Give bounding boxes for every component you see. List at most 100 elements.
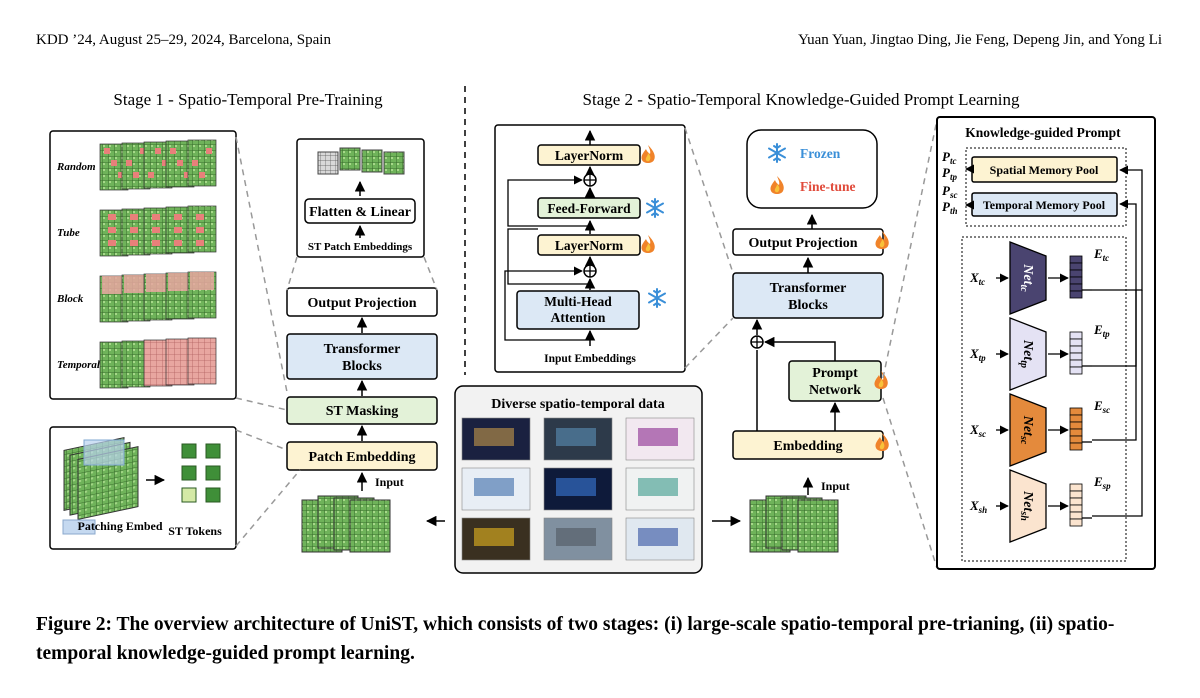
mask-label-block: Block — [56, 293, 84, 305]
mask-patch — [152, 240, 160, 246]
mask-block — [190, 272, 214, 290]
embedding-cell — [1069, 290, 1083, 299]
mask-block — [168, 273, 192, 291]
flatten-linear-label: Flatten & Linear — [309, 205, 411, 220]
s1-transformer-label-2: Blocks — [342, 359, 382, 374]
layernorm-mid-label: LayerNorm — [555, 238, 624, 253]
layernorm-top-label: LayerNorm — [555, 148, 624, 163]
mask-patch — [108, 214, 116, 220]
mask-patch — [104, 148, 110, 154]
s2-output-projection-label: Output Projection — [748, 236, 857, 251]
mask-patch — [184, 172, 190, 178]
patch-embedding-label: Patch Embedding — [309, 450, 416, 465]
st-token — [181, 443, 197, 459]
embedding-cell — [1069, 255, 1083, 264]
st-patch-embeddings-label: ST Patch Embeddings — [308, 241, 413, 253]
mha-label-1: Multi-Head — [544, 294, 612, 309]
embedding-cell — [1069, 483, 1083, 492]
mask-patch — [130, 214, 138, 220]
net-tp — [1009, 317, 1047, 391]
mask-patch — [199, 172, 205, 178]
mask-patch — [133, 172, 139, 178]
mask-patch — [152, 214, 160, 220]
s1-callout-lines — [235, 136, 438, 547]
st-masking-label: ST Masking — [326, 404, 399, 419]
figure-caption: Figure 2: The overview architecture of U… — [36, 614, 1115, 664]
mask-patch — [206, 148, 212, 154]
mask-patch — [174, 240, 182, 246]
running-header-left: KDD ’24, August 25–29, 2024, Barcelona, … — [36, 32, 331, 48]
embedding-cell — [1069, 414, 1083, 423]
legend-frozen-label: Frozen — [800, 146, 841, 161]
embedding-cell — [1069, 511, 1083, 520]
embedding-cell — [1069, 490, 1083, 499]
data-thumbnail-detail — [556, 428, 596, 446]
mask-patch — [130, 227, 138, 233]
s1-input-label: Input — [375, 475, 404, 489]
s2-input-stack — [749, 495, 839, 553]
mask-frame — [187, 337, 217, 385]
s2-callout-lines — [684, 119, 938, 569]
s1-transformer-blocks — [286, 333, 438, 380]
embedding-cell — [1069, 269, 1083, 278]
s1-transformer-label-1: Transformer — [324, 342, 401, 357]
data-thumbnail-detail — [556, 528, 596, 546]
mask-block — [102, 276, 126, 294]
mask-label-random: Random — [56, 161, 96, 173]
s2-transformer-label-1: Transformer — [770, 281, 847, 296]
memory-pools-region — [965, 147, 1127, 227]
feed-forward-block — [537, 197, 641, 219]
mask-patch — [196, 227, 204, 233]
embedding-cell — [1069, 518, 1083, 527]
input-embeddings-label: Input Embeddings — [544, 353, 636, 365]
mask-patch — [148, 172, 154, 178]
stage1-title: Stage 1 - Spatio-Temporal Pre-Training — [113, 90, 383, 109]
prompt-network-label-1: Prompt — [812, 366, 858, 381]
data-thumbnail-detail — [474, 528, 514, 546]
architecture-figure: Stage 1 - Spatio-Temporal Pre-Training S… — [49, 86, 1156, 574]
legend-finetune-label: Fine-tune — [800, 179, 856, 194]
nets-region — [961, 236, 1127, 562]
embedding-cell — [1069, 331, 1083, 340]
mask-patch — [170, 148, 176, 154]
s1-input-stack — [301, 495, 391, 553]
net-sh — [1009, 469, 1047, 543]
data-thumbnail-detail — [474, 428, 514, 446]
data-thumbnail-detail — [556, 478, 596, 496]
legend-box — [746, 129, 878, 209]
mask-patch — [126, 160, 132, 166]
embedding-cell — [1069, 504, 1083, 513]
temporal-memory-pool-label: Temporal Memory Pool — [983, 198, 1106, 212]
embedding-cell — [1069, 283, 1083, 292]
data-thumbnail-detail — [474, 478, 514, 496]
diverse-data-thumbnails — [461, 417, 695, 561]
embedding-cell — [1069, 428, 1083, 437]
mask-patch — [196, 214, 204, 220]
masking-strategies-panel — [49, 130, 237, 400]
patching-embed-swatch — [62, 519, 96, 535]
embedding-cell — [1069, 407, 1083, 416]
st-masking-block — [286, 396, 438, 425]
net-sc — [1009, 393, 1047, 467]
mask-patch — [196, 240, 204, 246]
st-token — [205, 443, 221, 459]
mask-patch — [108, 227, 116, 233]
s1-output-projection-label: Output Projection — [307, 296, 416, 311]
mha-label-2: Attention — [551, 310, 606, 325]
mask-label-temporal: Temporal — [57, 359, 101, 371]
spatial-memory-pool-label: Spatial Memory Pool — [990, 163, 1099, 177]
mask-block — [124, 275, 148, 293]
s1-output-projection-block — [286, 287, 438, 317]
mask-patch — [162, 160, 168, 166]
layernorm-top-block — [537, 144, 641, 166]
patch-embedding-block — [286, 441, 438, 471]
mask-patch — [130, 240, 138, 246]
mask-patch — [111, 160, 117, 166]
mask-patch — [192, 160, 198, 166]
data-thumbnail-detail — [638, 528, 678, 546]
st-token — [181, 465, 197, 481]
st-token — [205, 487, 221, 503]
layernorm-mid-block — [537, 234, 641, 256]
embedding-cell — [1069, 338, 1083, 347]
